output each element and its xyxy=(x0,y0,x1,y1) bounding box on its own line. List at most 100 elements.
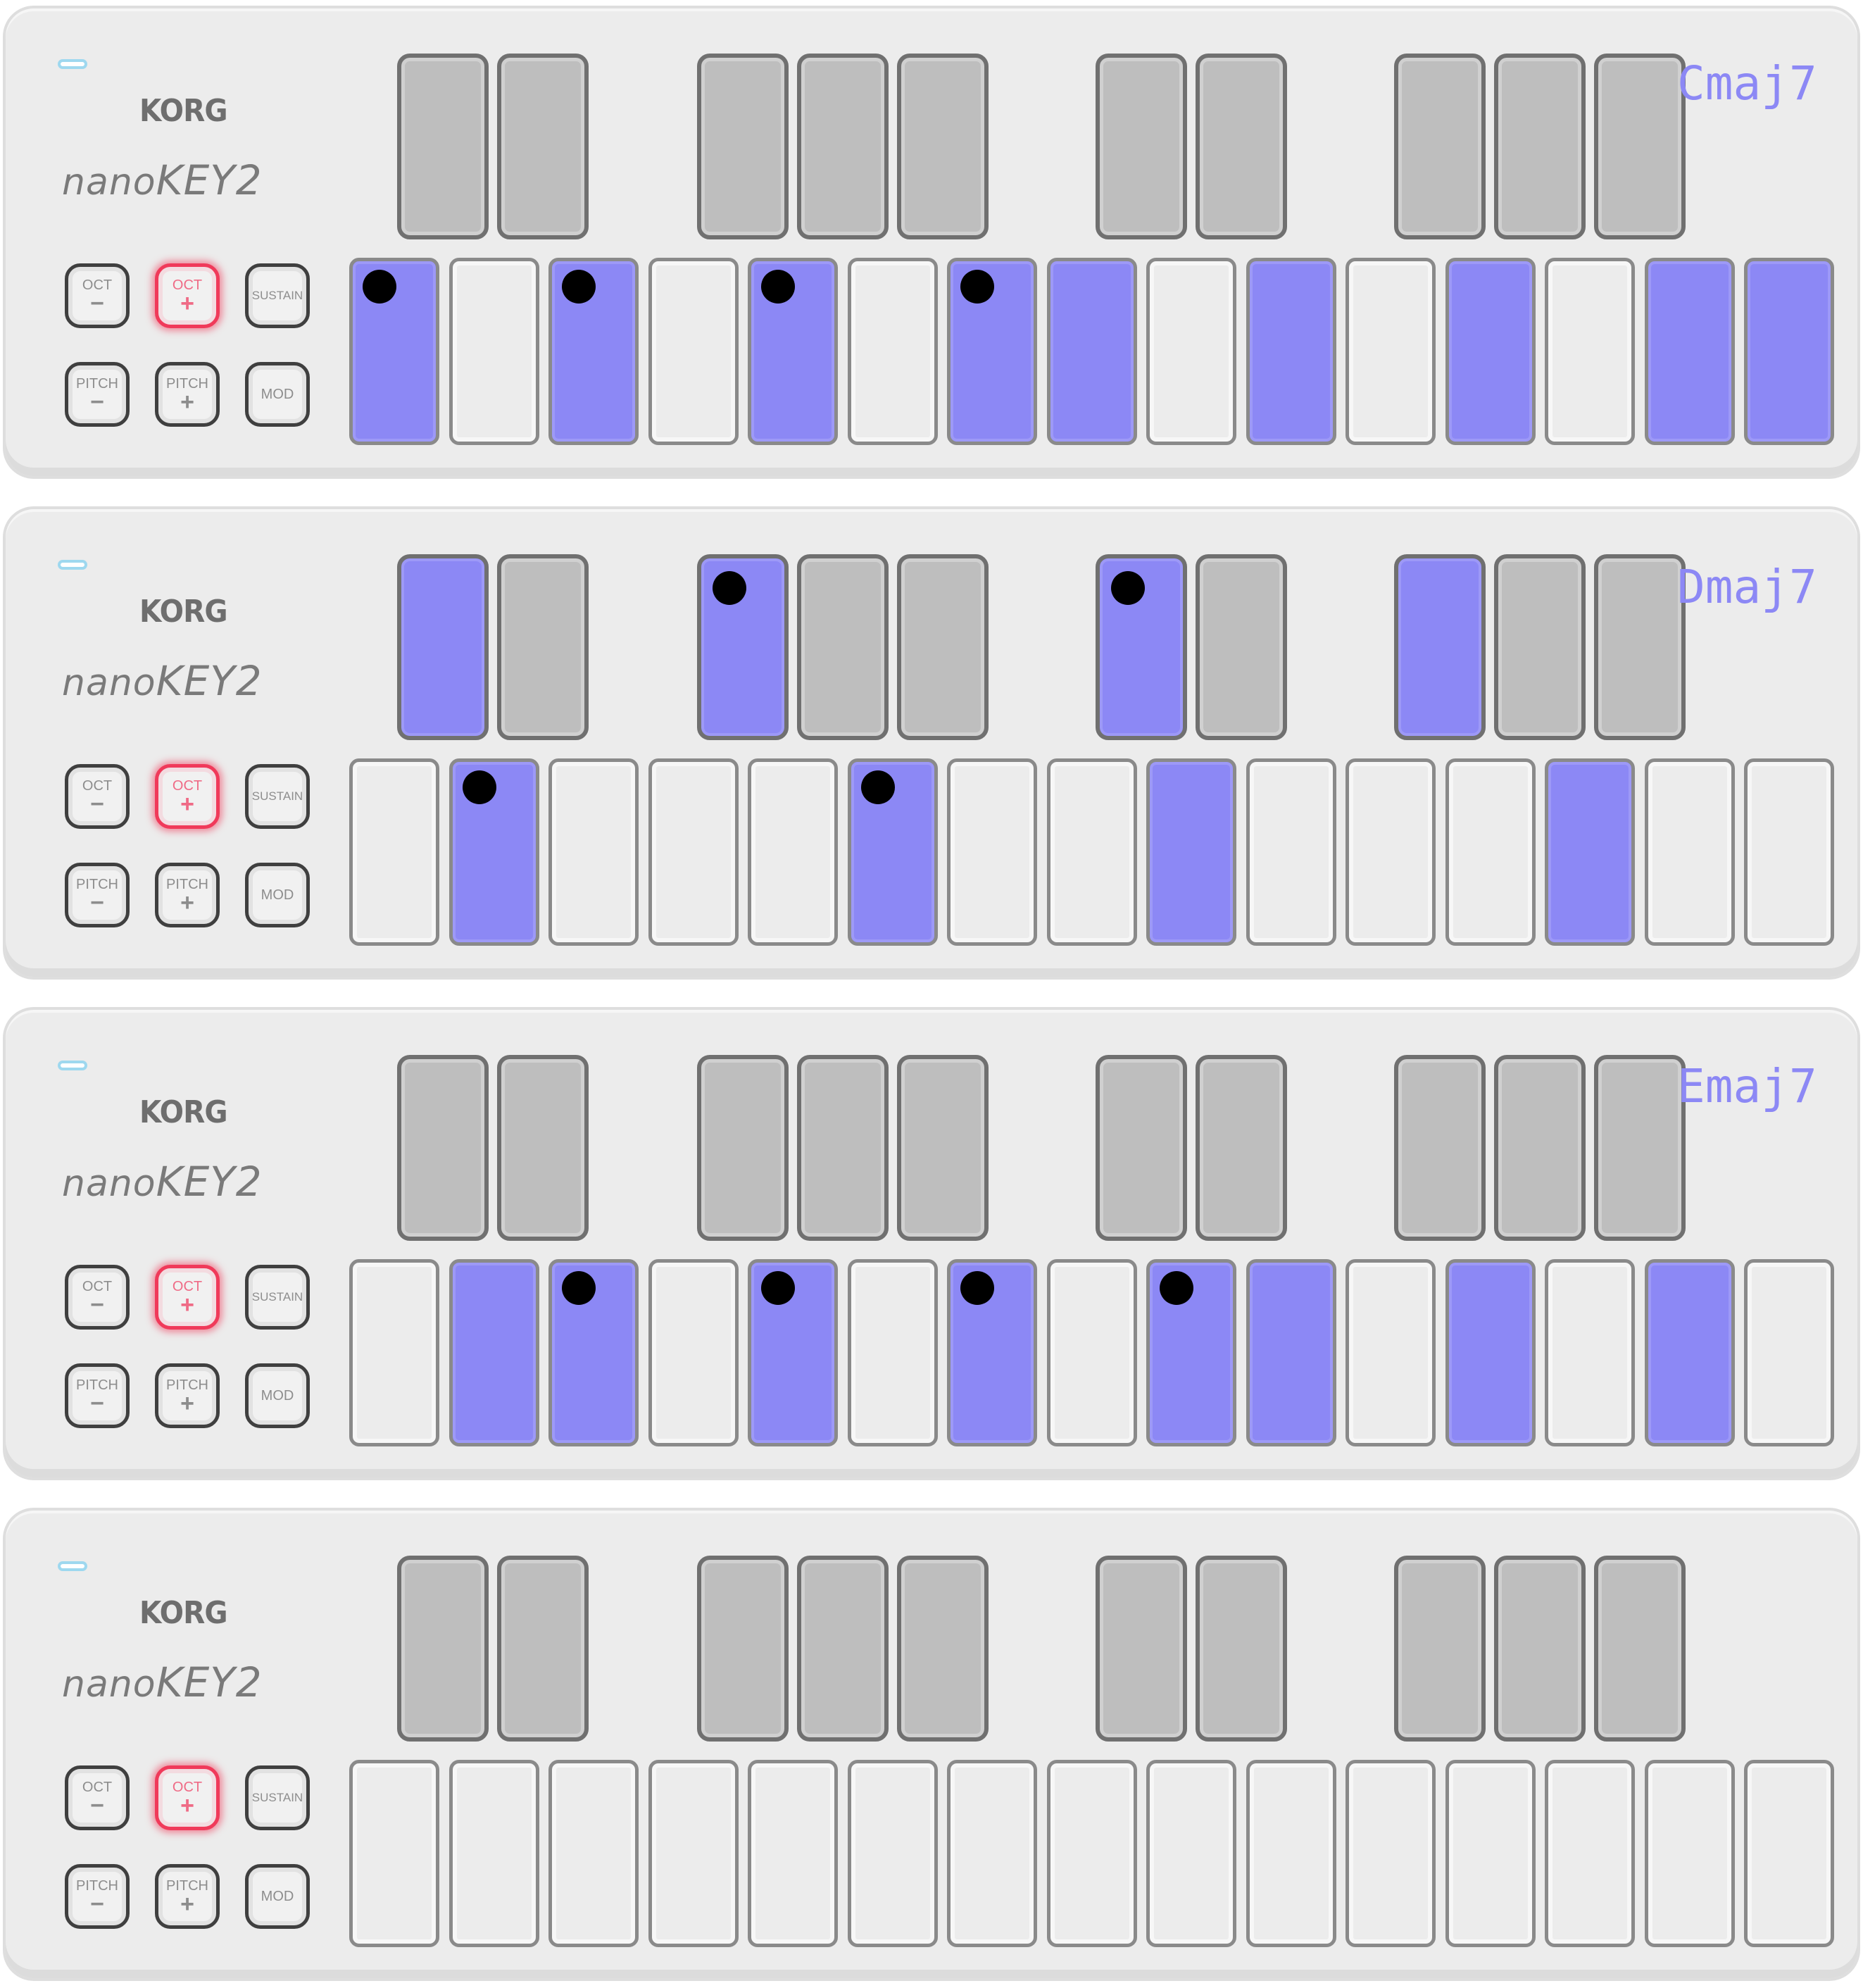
black-key-d-sharp[interactable] xyxy=(497,554,589,740)
white-key-b[interactable] xyxy=(1645,1760,1735,1947)
white-key-c[interactable] xyxy=(1047,1259,1137,1446)
mod-button[interactable]: MOD xyxy=(245,362,310,427)
pitch-minus-button[interactable]: PITCH− xyxy=(65,863,130,927)
black-key-a-sharp[interactable] xyxy=(1594,1055,1686,1241)
oct-minus-button[interactable]: OCT− xyxy=(65,263,130,328)
white-key-d[interactable] xyxy=(1146,1259,1236,1446)
white-key-e[interactable] xyxy=(548,258,639,445)
white-key-a[interactable] xyxy=(848,758,938,946)
black-key-c-sharp[interactable] xyxy=(1096,1055,1187,1241)
pitch-plus-button[interactable]: PITCH+ xyxy=(155,1363,220,1428)
white-key-d[interactable] xyxy=(1146,1760,1236,1947)
white-key-a[interactable] xyxy=(848,1259,938,1446)
oct-plus-button[interactable]: OCT+ xyxy=(155,1265,220,1330)
black-key-d-sharp[interactable] xyxy=(1196,1055,1287,1241)
white-key-g[interactable] xyxy=(748,758,838,946)
white-key-b[interactable] xyxy=(947,1259,1037,1446)
black-key-a-sharp[interactable] xyxy=(1594,554,1686,740)
white-key-e[interactable] xyxy=(1246,258,1336,445)
black-key-a-sharp[interactable] xyxy=(1594,1556,1686,1742)
sustain-button[interactable]: SUSTAIN xyxy=(245,1765,310,1830)
sustain-button[interactable]: SUSTAIN xyxy=(245,263,310,328)
black-key-g-sharp[interactable] xyxy=(797,1055,889,1241)
mod-button[interactable]: MOD xyxy=(245,863,310,927)
black-key-d-sharp[interactable] xyxy=(1196,54,1287,239)
black-key-d-sharp[interactable] xyxy=(497,54,589,239)
white-key-c[interactable] xyxy=(1744,758,1834,946)
pitch-plus-button[interactable]: PITCH+ xyxy=(155,863,220,927)
black-key-f-sharp[interactable] xyxy=(697,1055,789,1241)
white-key-c[interactable] xyxy=(349,1259,439,1446)
white-key-f[interactable] xyxy=(648,1259,739,1446)
black-key-f-sharp[interactable] xyxy=(697,554,789,740)
black-key-g-sharp[interactable] xyxy=(797,54,889,239)
white-key-d[interactable] xyxy=(1146,758,1236,946)
white-key-e[interactable] xyxy=(548,758,639,946)
white-key-g[interactable] xyxy=(1445,1760,1536,1947)
white-key-d[interactable] xyxy=(1146,258,1236,445)
white-key-e[interactable] xyxy=(548,1259,639,1446)
white-key-c[interactable] xyxy=(1744,1259,1834,1446)
white-key-f[interactable] xyxy=(648,758,739,946)
white-key-b[interactable] xyxy=(1645,758,1735,946)
black-key-a-sharp[interactable] xyxy=(897,1055,989,1241)
sustain-button[interactable]: SUSTAIN xyxy=(245,764,310,829)
white-key-b[interactable] xyxy=(1645,258,1735,445)
black-key-a-sharp[interactable] xyxy=(897,54,989,239)
oct-minus-button[interactable]: OCT− xyxy=(65,1765,130,1830)
black-key-d-sharp[interactable] xyxy=(497,1055,589,1241)
white-key-f[interactable] xyxy=(648,258,739,445)
white-key-c[interactable] xyxy=(349,758,439,946)
white-key-f[interactable] xyxy=(1346,258,1436,445)
black-key-f-sharp[interactable] xyxy=(1394,1055,1486,1241)
white-key-b[interactable] xyxy=(1645,1259,1735,1446)
black-key-c-sharp[interactable] xyxy=(1096,54,1187,239)
oct-minus-button[interactable]: OCT− xyxy=(65,1265,130,1330)
black-key-g-sharp[interactable] xyxy=(1494,1556,1586,1742)
oct-plus-button[interactable]: OCT+ xyxy=(155,263,220,328)
black-key-g-sharp[interactable] xyxy=(1494,54,1586,239)
white-key-c[interactable] xyxy=(1047,1760,1137,1947)
black-key-c-sharp[interactable] xyxy=(1096,1556,1187,1742)
black-key-a-sharp[interactable] xyxy=(897,1556,989,1742)
white-key-a[interactable] xyxy=(848,1760,938,1947)
pitch-minus-button[interactable]: PITCH− xyxy=(65,362,130,427)
white-key-a[interactable] xyxy=(1545,1259,1635,1446)
mod-button[interactable]: MOD xyxy=(245,1864,310,1929)
black-key-c-sharp[interactable] xyxy=(397,554,489,740)
white-key-e[interactable] xyxy=(1246,758,1336,946)
white-key-d[interactable] xyxy=(449,258,539,445)
white-key-e[interactable] xyxy=(548,1760,639,1947)
white-key-g[interactable] xyxy=(748,1760,838,1947)
white-key-f[interactable] xyxy=(1346,1760,1436,1947)
white-key-b[interactable] xyxy=(947,758,1037,946)
white-key-d[interactable] xyxy=(449,758,539,946)
black-key-c-sharp[interactable] xyxy=(397,54,489,239)
white-key-d[interactable] xyxy=(449,1760,539,1947)
oct-minus-button[interactable]: OCT− xyxy=(65,764,130,829)
pitch-plus-button[interactable]: PITCH+ xyxy=(155,362,220,427)
black-key-d-sharp[interactable] xyxy=(1196,1556,1287,1742)
white-key-e[interactable] xyxy=(1246,1760,1336,1947)
black-key-f-sharp[interactable] xyxy=(1394,54,1486,239)
white-key-g[interactable] xyxy=(748,1259,838,1446)
white-key-g[interactable] xyxy=(1445,758,1536,946)
black-key-g-sharp[interactable] xyxy=(797,1556,889,1742)
white-key-a[interactable] xyxy=(1545,1760,1635,1947)
black-key-c-sharp[interactable] xyxy=(1096,554,1187,740)
black-key-f-sharp[interactable] xyxy=(697,1556,789,1742)
white-key-c[interactable] xyxy=(1047,758,1137,946)
black-key-g-sharp[interactable] xyxy=(1494,1055,1586,1241)
white-key-e[interactable] xyxy=(1246,1259,1336,1446)
white-key-g[interactable] xyxy=(748,258,838,445)
black-key-g-sharp[interactable] xyxy=(797,554,889,740)
white-key-f[interactable] xyxy=(648,1760,739,1947)
white-key-b[interactable] xyxy=(947,1760,1037,1947)
white-key-c[interactable] xyxy=(1744,258,1834,445)
white-key-a[interactable] xyxy=(1545,758,1635,946)
white-key-c[interactable] xyxy=(349,258,439,445)
oct-plus-button[interactable]: OCT+ xyxy=(155,764,220,829)
white-key-g[interactable] xyxy=(1445,1259,1536,1446)
black-key-f-sharp[interactable] xyxy=(1394,1556,1486,1742)
oct-plus-button[interactable]: OCT+ xyxy=(155,1765,220,1830)
